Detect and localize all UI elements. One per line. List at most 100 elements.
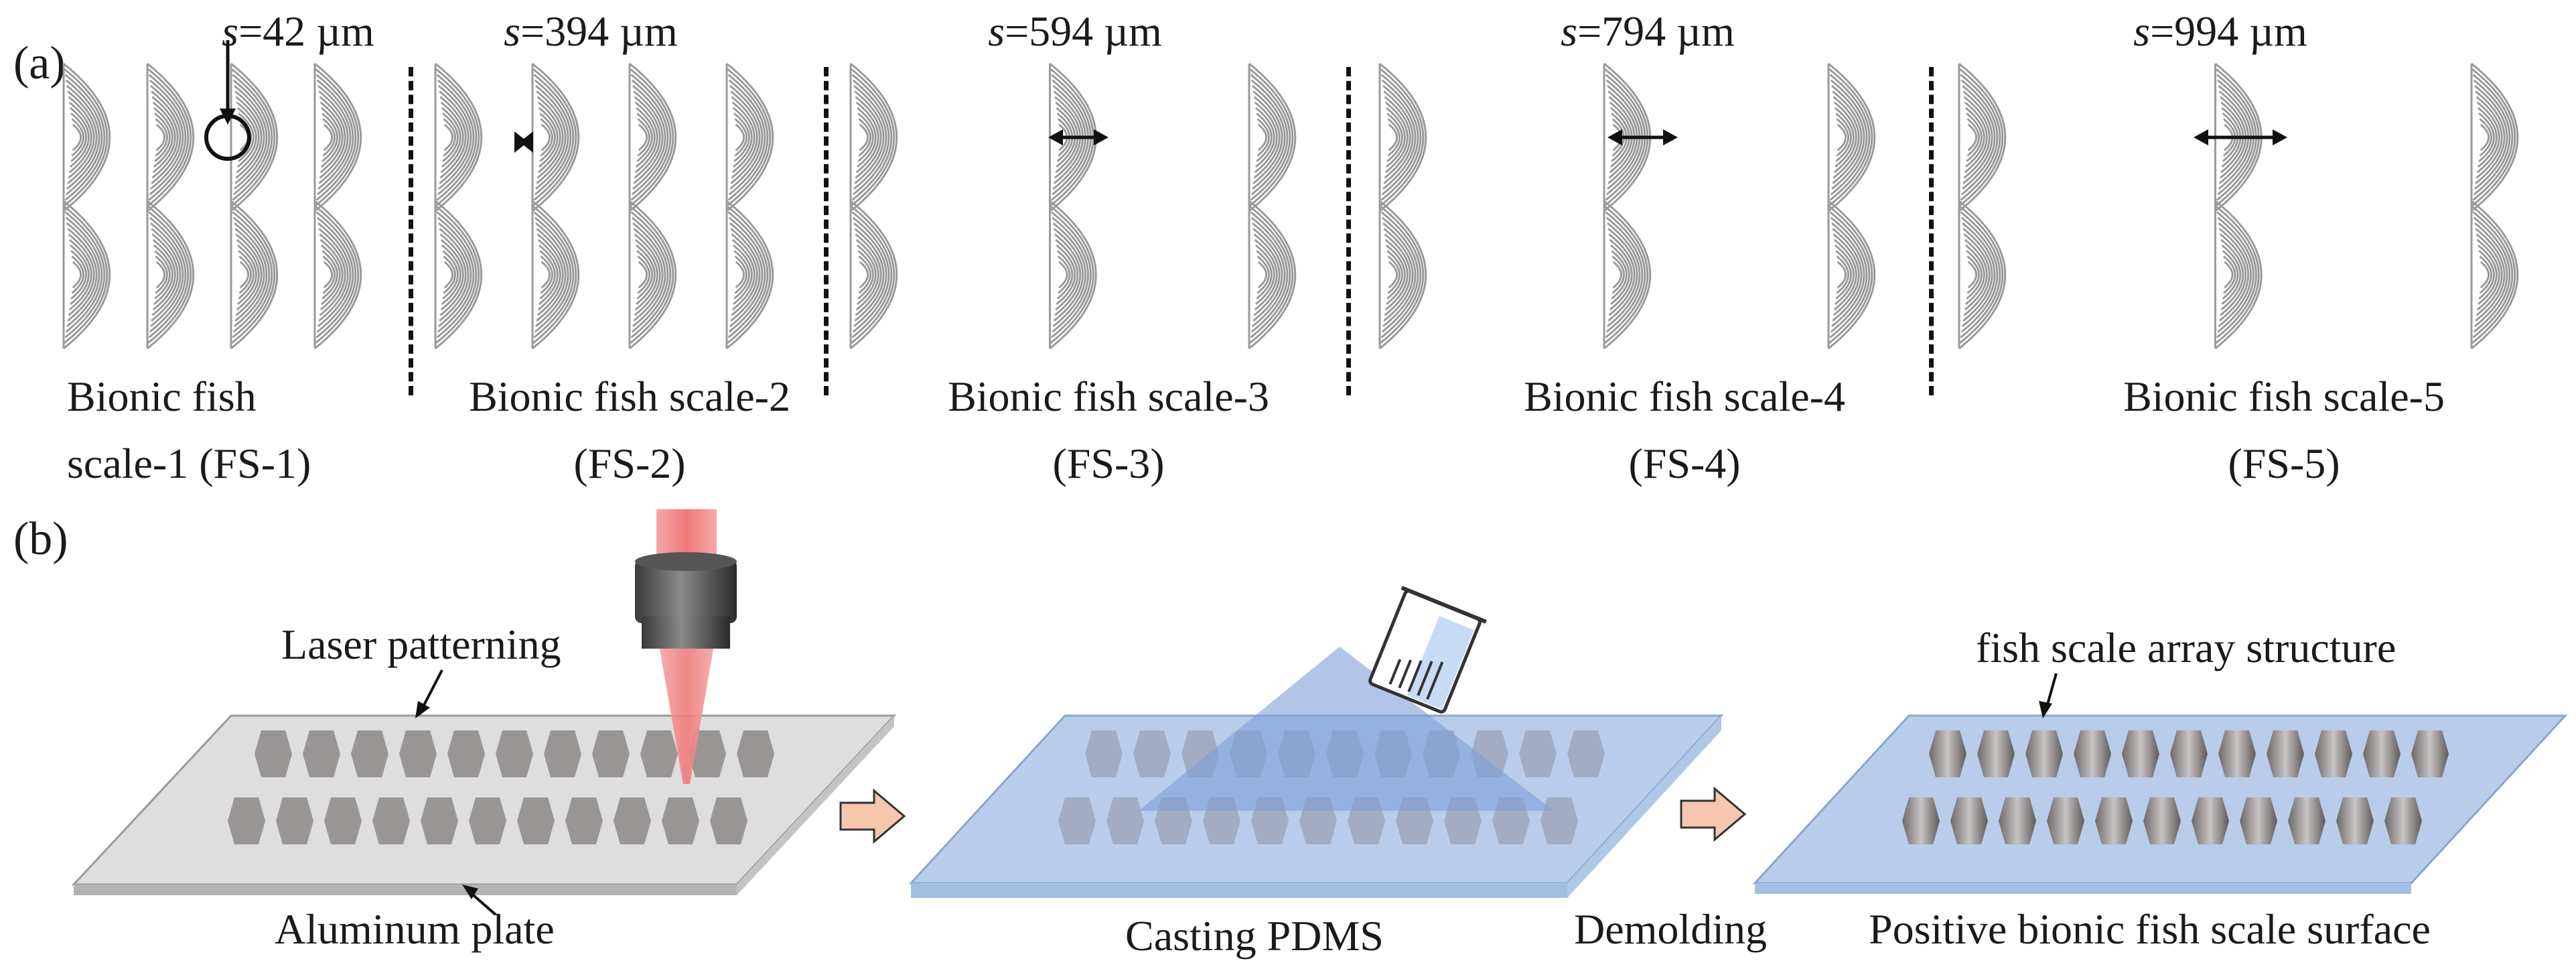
pdms-pour-stream xyxy=(1139,647,1554,811)
scale-block xyxy=(1058,797,1096,844)
scale-block xyxy=(2336,797,2374,844)
fish-scale xyxy=(146,200,195,350)
fish-scale xyxy=(146,62,195,212)
scale-block xyxy=(496,730,533,777)
scale-block xyxy=(2047,797,2084,844)
scale-block xyxy=(372,797,410,844)
fish-scale xyxy=(62,62,111,212)
caption-fs3-line1: Bionic fish scale-3 xyxy=(948,373,1269,420)
scale-block xyxy=(2143,797,2181,844)
fish-scale xyxy=(2470,62,2519,212)
scale-block xyxy=(324,797,362,844)
scale-block xyxy=(276,797,313,844)
scale-block xyxy=(2170,730,2208,777)
fish-scale xyxy=(1248,200,1297,350)
fish-scale xyxy=(1827,200,1876,350)
laser-label-arrow xyxy=(421,669,443,710)
flow-arrow-2 xyxy=(1680,786,1747,842)
scale-block xyxy=(2240,797,2277,844)
group-separator xyxy=(824,67,829,395)
scale-block xyxy=(1541,797,1578,844)
scale-block xyxy=(1950,797,1988,844)
fish-scale xyxy=(434,200,483,350)
scale-block xyxy=(1519,730,1557,777)
caption-fs1-line1: Bionic fish xyxy=(67,373,257,420)
scale-block xyxy=(421,797,458,844)
scale-block xyxy=(662,797,699,844)
fish-scale xyxy=(434,62,483,212)
fish-scale xyxy=(1248,62,1297,212)
fish-scale xyxy=(628,200,677,350)
scale-block xyxy=(710,797,747,844)
fish-scale xyxy=(531,200,580,350)
laser-head xyxy=(635,509,737,784)
scale-block xyxy=(303,730,340,777)
fish-scale xyxy=(230,200,279,350)
scale-block xyxy=(469,797,506,844)
group-separator xyxy=(1929,67,1934,395)
arrow-head xyxy=(2273,129,2287,145)
scale-block xyxy=(1567,730,1605,777)
gap-highlight-circle xyxy=(204,114,251,161)
arrow-head xyxy=(2194,129,2208,145)
raised-fish-scale-blocks xyxy=(1902,730,2449,844)
beaker-icon xyxy=(1368,586,1487,714)
scale-block xyxy=(1902,797,1940,844)
fish-scale xyxy=(725,62,774,212)
scale-block xyxy=(1977,730,2015,777)
scale-block xyxy=(544,730,581,777)
arrow-head xyxy=(1607,129,1622,145)
panel-a-label: (a) xyxy=(13,38,66,89)
positive-surface-label: Positive bionic fish scale surface xyxy=(1869,905,2431,953)
scale-block xyxy=(2315,730,2352,777)
scale-block xyxy=(1106,797,1144,844)
scale-block xyxy=(592,730,630,777)
fish-scale xyxy=(1378,62,1427,212)
fish-scale xyxy=(230,62,279,212)
fish-scale xyxy=(62,200,111,350)
group-separator xyxy=(409,67,413,395)
fish-scale xyxy=(313,62,362,212)
scale-block xyxy=(2384,797,2422,844)
scale-block xyxy=(2363,730,2401,777)
fish-scale xyxy=(849,62,898,212)
spacing-label-fs5: s=994 µm xyxy=(2133,7,2307,55)
spacing-label-fs4: s=794 µm xyxy=(1561,7,1735,55)
caption-fs2-line2: (FS-2) xyxy=(573,440,686,487)
gap-marker-right xyxy=(520,131,533,153)
scale-block xyxy=(2288,797,2325,844)
scale-block xyxy=(737,730,774,777)
caption-fs3-line2: (FS-3) xyxy=(1052,440,1165,487)
fish-scale xyxy=(1958,200,2007,350)
fish-scale xyxy=(628,62,677,212)
fish-scale xyxy=(1603,200,1652,350)
fish-scale xyxy=(2214,200,2263,350)
scale-block xyxy=(2267,730,2304,777)
scale-block xyxy=(1929,730,1966,777)
arrow-head xyxy=(1663,129,1678,145)
spacing-label-fs1: s=42 µm xyxy=(222,7,374,55)
caption-fs4-line2: (FS-4) xyxy=(1628,440,1741,487)
fabrication-process-diagram xyxy=(71,509,2568,916)
demolding-label: Demolding xyxy=(1574,905,1767,953)
caption-fs2-line1: Bionic fish scale-2 xyxy=(469,373,790,420)
scale-block xyxy=(399,730,437,777)
scale-block xyxy=(2122,730,2159,777)
arrow-head xyxy=(1048,129,1063,145)
scale-block xyxy=(255,730,292,777)
casting-pdms-label: Casting PDMS xyxy=(1125,912,1384,960)
caption-fs1-line2: scale-1 (FS-1) xyxy=(67,440,311,487)
scale-block xyxy=(1999,797,2036,844)
scale-block xyxy=(1133,730,1171,777)
scale-block xyxy=(2025,730,2063,777)
spacing-label-fs3: s=594 µm xyxy=(988,7,1162,55)
scale-block xyxy=(689,730,726,777)
laser-patterning-label: Laser patterning xyxy=(281,621,561,668)
scale-block xyxy=(517,797,555,844)
group-separator xyxy=(1346,67,1351,395)
fish-scale xyxy=(313,200,362,350)
scale-block xyxy=(640,730,678,777)
scale-block xyxy=(1085,730,1123,777)
fish-scale xyxy=(1827,62,1876,212)
